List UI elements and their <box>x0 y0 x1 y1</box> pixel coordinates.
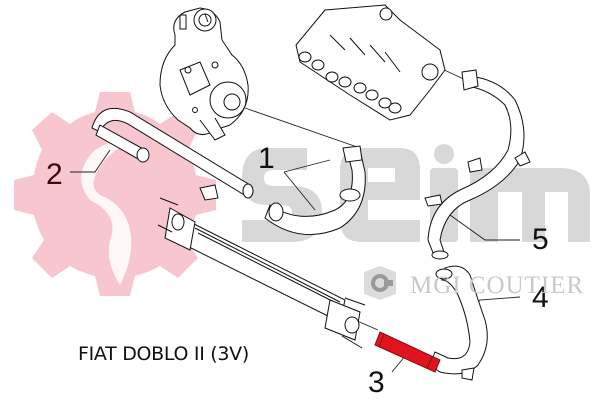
intercooler-drawing <box>157 197 366 349</box>
hose-2-drawing <box>91 108 254 201</box>
callout-4: 4 <box>532 281 549 314</box>
callout-2: 2 <box>46 158 63 191</box>
vehicle-model-caption: FIAT DOBLO II (3V) <box>78 343 249 365</box>
intake-manifold-drawing <box>295 4 446 121</box>
callout-3: 3 <box>368 366 385 399</box>
callout-5: 5 <box>532 223 549 256</box>
mgi-coutier-logo-icon <box>364 266 396 300</box>
hose-4-drawing <box>429 265 488 381</box>
hose-3-highlighted-drawing <box>374 331 441 373</box>
pipe-5-drawing <box>424 69 531 260</box>
mgi-coutier-watermark-text: MGI COUTIER <box>410 272 585 299</box>
callout-1: 1 <box>258 142 275 175</box>
hose-1-drawing <box>264 145 366 236</box>
turbocharger-drawing <box>159 7 249 141</box>
